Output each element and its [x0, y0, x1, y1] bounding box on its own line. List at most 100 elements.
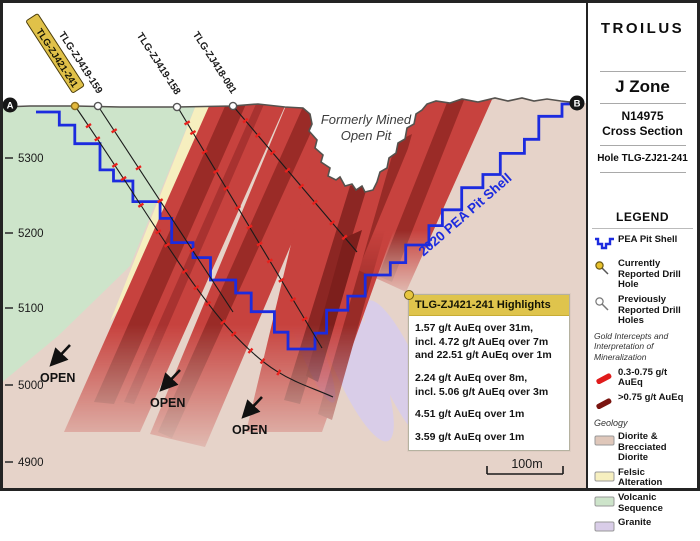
legend-item-intercept-high: >0.75 g/t AuEq [594, 392, 691, 414]
open-annotations: OPEN OPEN OPEN [40, 344, 267, 437]
divider [599, 172, 686, 173]
intercept-tick [259, 358, 266, 365]
legend-item-intercept-low: 0.3-0.75 g/t AuEq [594, 367, 691, 389]
divider [599, 145, 686, 146]
intercept-ticks [85, 117, 348, 376]
legend-intercepts-note: Gold Intercepts and Interpretation of Mi… [594, 330, 669, 362]
legend-item-pit-shell: PEA Pit Shell [594, 234, 691, 255]
cross-section-canvas: 2020 PEA Pit Shell TLG-ZJ421-241 TLG-ZJ4… [2, 13, 586, 491]
legend-item-diorite: Diorite & Brecciated Diorite [594, 431, 691, 464]
figure-border [0, 0, 700, 491]
divider [592, 228, 693, 229]
legend-geology-title: Geology [594, 417, 628, 428]
intercept-tick [181, 268, 188, 275]
drillhole-collar [93, 101, 103, 111]
formerly-mined-label-line1: Formerly Mined [321, 112, 412, 127]
highlight-entry: 3.59 g/t AuEq over 1m [415, 430, 525, 443]
intercept-tick [85, 122, 92, 129]
section-marker-a: A [2, 97, 18, 113]
highlights-title: TLG-ZJ421-241 Highlights [409, 295, 569, 316]
section-type: Cross Section [602, 124, 683, 138]
elevation-label: 5200 [18, 228, 44, 240]
legend-item-previous-holes: Previously Reported Drill Holes [594, 294, 691, 327]
legend-item-felsic: Felsic Alteration [594, 467, 691, 489]
intercept-tick [183, 120, 191, 126]
intercept-tick [289, 297, 297, 303]
drillhole-traces [74, 105, 358, 398]
intercept-tick [329, 219, 336, 226]
intercept-tick [163, 242, 171, 248]
current-drillhole-icon [594, 259, 618, 281]
brand-name: TROILUS [600, 20, 685, 37]
intercept-tick [247, 347, 254, 354]
drillhole-trace [74, 105, 334, 398]
volcanic-sequence-wedge [3, 98, 200, 384]
intercept-tick [242, 117, 249, 124]
svg-text:A: A [7, 101, 14, 112]
intercept-tick [276, 369, 282, 376]
intercept-tick [311, 199, 318, 206]
elevation-scale: 5300 5200 5100 5000 4900 [5, 153, 44, 469]
drillhole-collar [228, 101, 238, 111]
intercept-tick [189, 247, 196, 253]
intercept-tick [298, 183, 305, 190]
legend-item-current-hole: Currently Reported Drill Hole [594, 258, 691, 291]
formerly-mined-label-line2: Open Pit [341, 128, 393, 143]
legend-item-granite: Granite [594, 518, 691, 537]
pea-pit-shell-line [36, 102, 576, 351]
intercept-tick [301, 316, 308, 322]
intercept-tick [155, 229, 162, 235]
highlights-box: TLG-ZJ421-241 Highlights 1.57 g/t AuEq o… [404, 290, 570, 452]
diorite-swatch [594, 432, 618, 451]
elevation-label: 5000 [18, 380, 44, 392]
elevation-label: 5300 [18, 153, 44, 165]
pit-shell-zigzag-icon [594, 235, 618, 255]
previous-drillhole-icon [594, 295, 618, 317]
intercept-tick [230, 331, 237, 337]
highlight-entry: 4.51 g/t AuEq over 1m [415, 408, 525, 421]
open-label-2: OPEN [150, 396, 185, 410]
granite-swatch [594, 518, 618, 537]
intercept-high-icon [594, 393, 618, 414]
intercept-tick [193, 284, 200, 291]
drillhole-collar [172, 102, 182, 112]
section-marker-b: B [569, 95, 585, 111]
intercept-tick [204, 300, 212, 307]
legend-item-volcanic: Volcanic Sequence [594, 492, 691, 514]
geology-layers [3, 98, 586, 491]
elevation-label: 5100 [18, 303, 44, 315]
highlight-entry: 1.57 g/t AuEq over 31m, incl. 4.72 g/t A… [415, 322, 552, 362]
drillhole-collar [70, 101, 80, 111]
intercept-tick [212, 168, 220, 174]
legend-title: LEGEND [615, 210, 669, 224]
drillhole-trace [232, 105, 358, 253]
intercept-tick [156, 198, 164, 204]
divider [599, 103, 686, 104]
intercept-tick [284, 167, 291, 174]
intercept-tick [223, 185, 230, 191]
drillhole-collars [70, 101, 238, 112]
title-panel: TROILUS J Zone N14975 Cross Section Hole… [586, 3, 697, 532]
intercept-tick [120, 175, 127, 182]
scale-label: 100m [511, 457, 542, 471]
intercept-tick [266, 258, 274, 264]
section-number: N14975 [621, 109, 664, 123]
intercept-tick [111, 128, 118, 134]
intercept-tick [137, 202, 145, 208]
intercept-tick [189, 129, 197, 136]
highlights-anchor-dot [404, 290, 414, 300]
intercept-tick [220, 319, 227, 325]
hole-subtitle: Hole TLG-ZJ21-241 [597, 153, 688, 164]
scale-bar: 100m [486, 457, 564, 475]
elevation-label: 4900 [18, 457, 44, 469]
drillhole-trace [97, 105, 234, 313]
intercept-tick [278, 277, 285, 283]
felsic-swatch [594, 468, 618, 487]
intercept-tick [94, 136, 101, 142]
svg-text:B: B [574, 99, 581, 110]
highlight-entry: 2.24 g/t AuEq over 8m, incl. 5.06 g/t Au… [415, 371, 549, 398]
mineralization-band-east [358, 98, 494, 292]
intercept-tick [269, 149, 276, 156]
terrain-surface-line [2, 97, 579, 193]
intercept-tick [246, 224, 253, 230]
